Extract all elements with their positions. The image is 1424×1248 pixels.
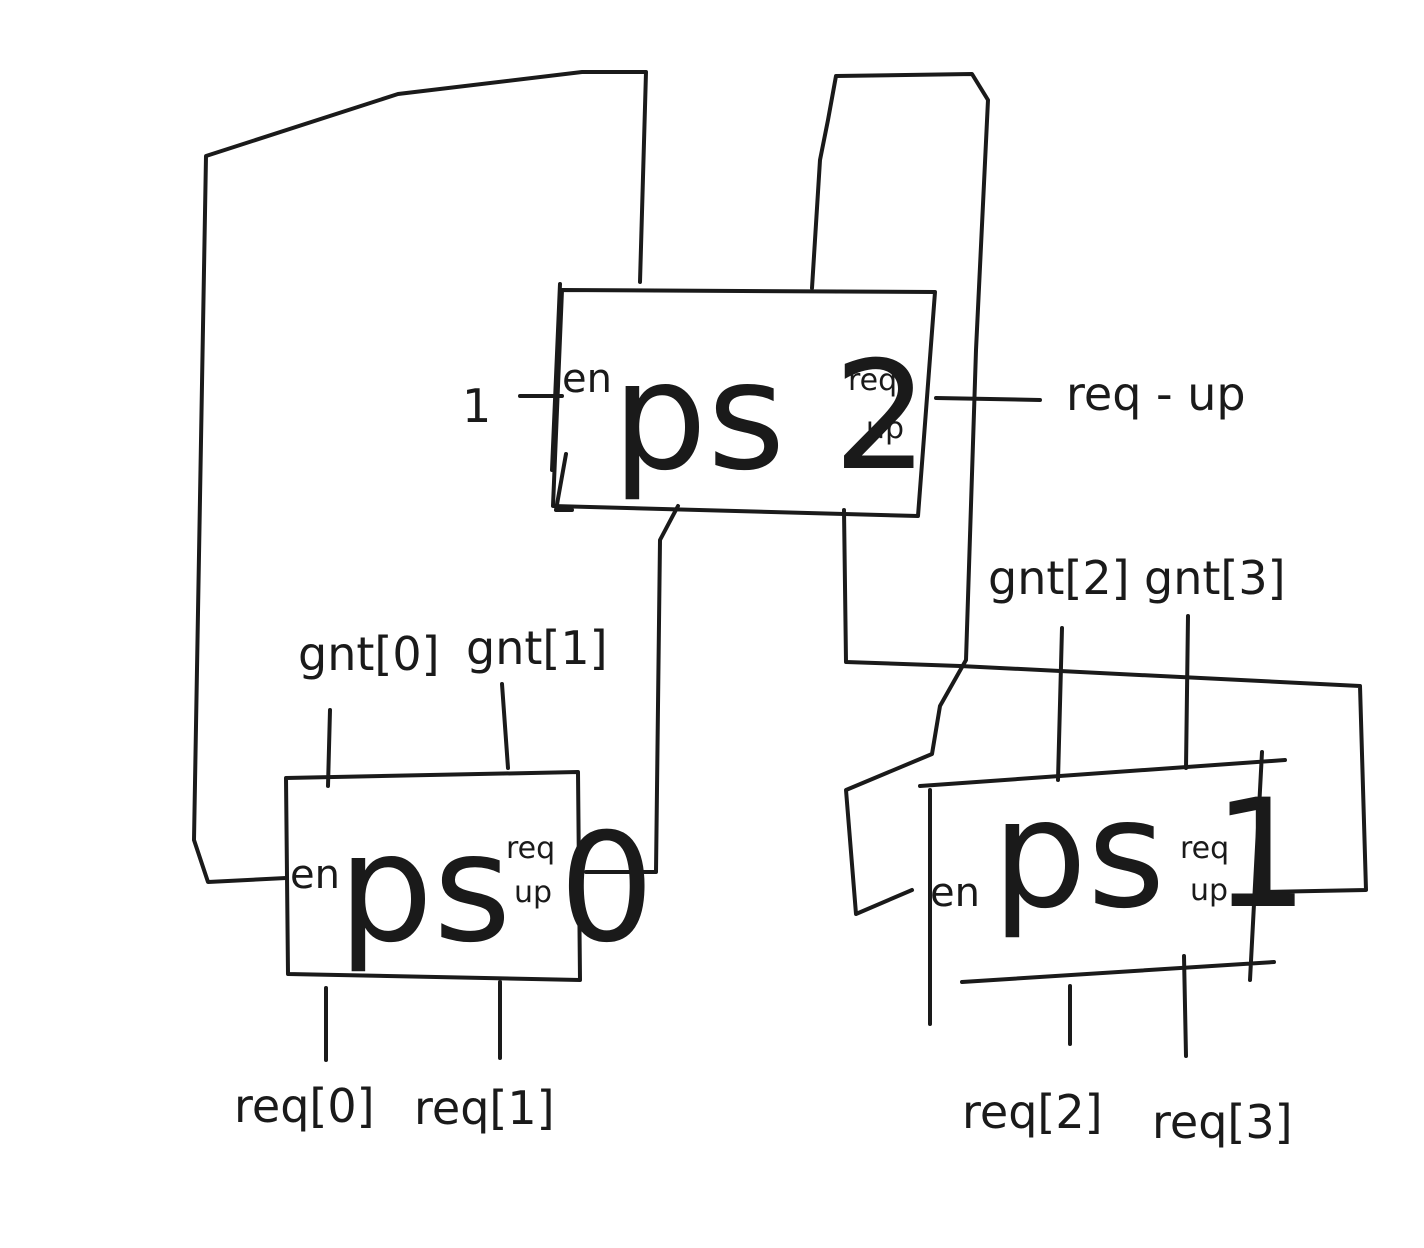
ps2-req-port: req [848, 363, 897, 398]
ps0-req-port: req [506, 831, 555, 866]
wire-ps2-to-ps1-en [810, 72, 990, 916]
gnt2-label: gnt[2] [988, 551, 1130, 605]
wire-ps2-to-ps0-en [192, 70, 648, 884]
ps0-up-port: up [514, 875, 552, 910]
ps0-en-port: en [290, 852, 340, 898]
ps0-block: ps 0 en req up [284, 770, 654, 982]
gnt3-label: gnt[3] [1144, 551, 1286, 605]
ps2-block: ps 2 en req up [550, 282, 937, 518]
wire-ps0-up-to-ps2 [584, 504, 680, 874]
req-up-label: req - up [1066, 367, 1246, 421]
wire-gnt3 [1184, 614, 1190, 770]
ps0-label: ps 0 [338, 802, 654, 976]
ps2-label: ps 2 [612, 330, 928, 504]
ps1-up-port: up [1190, 873, 1228, 908]
ps1-box-outline [918, 750, 1287, 1026]
ps2-en-port: en [562, 356, 612, 402]
ps0-box-outline [284, 770, 582, 982]
ps1-en-port: en [930, 870, 980, 916]
wire-req3 [1182, 954, 1188, 1058]
wire-gnt2 [1056, 626, 1064, 782]
req0-label: req[0] [234, 1079, 375, 1133]
gnt0-label: gnt[0] [298, 627, 440, 681]
req3-label: req[3] [1152, 1095, 1293, 1149]
wire-ps2-req-up-out [934, 396, 1042, 402]
ps1-label: ps 1 [992, 768, 1308, 942]
req2-label: req[2] [962, 1085, 1103, 1139]
ps2-box-left-tick [550, 282, 574, 512]
ps1-block: ps 1 en req up [918, 750, 1308, 1026]
ps2-box-outline [551, 288, 937, 518]
wire-gnt1 [500, 682, 510, 770]
gnt1-label: gnt[1] [466, 621, 608, 675]
wire-gnt0 [326, 708, 332, 788]
req1-label: req[1] [414, 1081, 555, 1135]
const-one-label: 1 [462, 379, 491, 433]
ps2-up-port: up [866, 411, 904, 446]
ps1-req-port: req [1180, 831, 1229, 866]
wire-ps1-up-to-ps2 [842, 508, 1368, 894]
